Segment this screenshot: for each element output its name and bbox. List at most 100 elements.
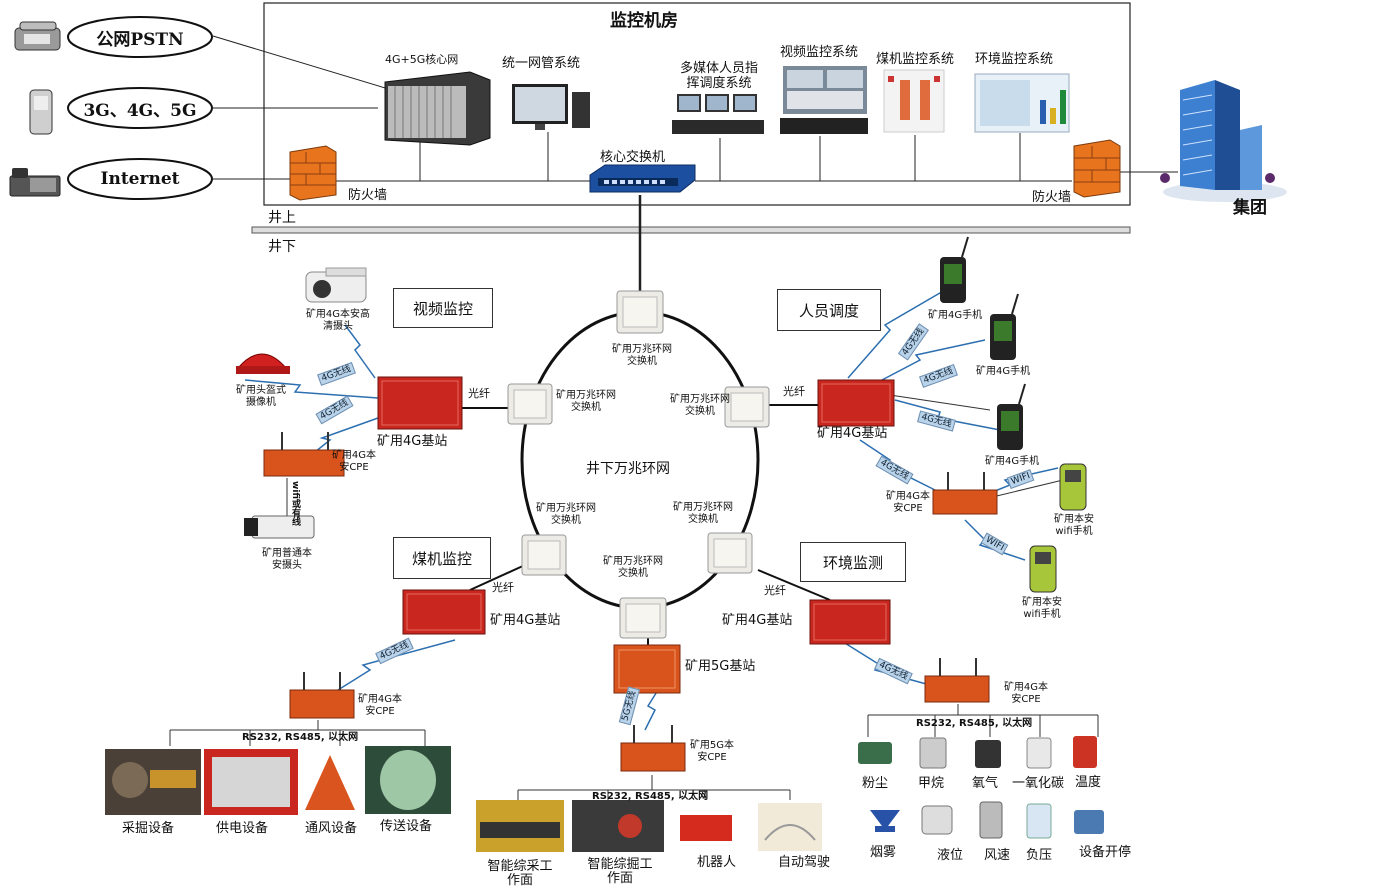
building-icon [1160, 80, 1287, 202]
coal-system-label: 煤机监控系统 [876, 52, 955, 67]
helmet-camera-icon [236, 353, 290, 374]
env-sensor-5: 烟雾 [870, 845, 897, 860]
coal-device-2: 通风设备 [305, 821, 358, 836]
ring-switch-top-label: 矿用万兆环网交换机 [612, 344, 672, 367]
env-sensor-6: 液位 [937, 848, 964, 863]
section-video: 视频监控 [393, 288, 493, 328]
normal-camera-label: 矿用普通本安摄头 [262, 548, 312, 571]
hd-camera-icon [305, 267, 367, 303]
env-sensor-1: 甲烷 [918, 776, 945, 791]
base-station-5g-icon [613, 644, 681, 694]
mobile-phone-icon [29, 89, 53, 135]
env-monitor-icon [974, 73, 1070, 133]
coal-device-0: 采掘设备 [122, 821, 175, 836]
base-station-video-label: 矿用4G基站 [377, 434, 448, 449]
5g-device-2: 机器人 [697, 855, 737, 870]
firewall-left-icon [289, 145, 337, 201]
ring-switch-bottom-label: 矿用万兆环网交换机 [603, 556, 663, 579]
cpe-env-icon [924, 658, 990, 703]
helmet-camera-label: 矿用头盔式摄像机 [236, 385, 286, 408]
phone-1-label: 矿用4G手机 [928, 310, 983, 321]
cpe-personnel-label: 矿用4G本安CPE [885, 491, 931, 514]
cpe-video-icon [263, 432, 345, 477]
firewall-right-label: 防火墙 [1032, 190, 1072, 205]
field-buses [169, 704, 1099, 800]
ring-switch-right [724, 386, 770, 428]
section-coal: 煤机监控 [393, 537, 491, 579]
coal-monitor-icon [883, 69, 945, 133]
core-network-label: 4G+5G核心网 [385, 53, 459, 66]
base-station-env-icon [809, 599, 891, 645]
pstn-cloud: 公网PSTN [96, 29, 184, 50]
mining-phone-icons [940, 236, 1026, 450]
internet-cloud: Internet [100, 169, 180, 189]
hd-camera-label: 矿用4G本安高清摄头 [305, 309, 371, 332]
ring-switch-left [507, 383, 553, 425]
wifi-phone-icons [1029, 463, 1087, 593]
wifi-link-label: wifi或有线 [290, 481, 300, 527]
wifi-phone-1-label: 矿用本安wifi手机 [1054, 514, 1094, 537]
cpe-coal-label: 矿用4G本安CPE [357, 694, 403, 717]
fiber-label-personnel: 光纤 [783, 385, 805, 398]
env-sensor-8: 负压 [1026, 848, 1053, 863]
section-personnel: 人员调度 [777, 289, 881, 331]
group-label: 集团 [1233, 198, 1267, 218]
ground-divider [251, 226, 1131, 234]
ring-switch-lower-left-label: 矿用万兆环网交换机 [536, 503, 596, 526]
cpe-5g-label: 矿用5G本安CPE [689, 740, 735, 763]
firewall-right-icon [1073, 139, 1121, 198]
env-sensor-4: 温度 [1075, 775, 1102, 790]
coal-equipment-images [105, 746, 451, 815]
phone-3-label: 矿用4G手机 [985, 456, 1040, 467]
env-system-label: 环境监控系统 [975, 52, 1054, 67]
ip-phone-icon [9, 168, 61, 197]
phone-2-label: 矿用4G手机 [976, 366, 1031, 377]
ring-switch-lower-left [521, 534, 567, 576]
ring-name: 井下万兆环网 [586, 461, 670, 477]
base-station-env-label: 矿用4G基站 [722, 613, 793, 628]
machine-room-frame [263, 2, 1131, 206]
video-wall-icon [780, 66, 868, 134]
section-env: 环境监测 [800, 542, 906, 582]
5g-device-0: 智能综采工作面 [487, 859, 553, 888]
cpe-coal-icon [289, 672, 355, 719]
base-station-coal-label: 矿用4G基站 [490, 613, 561, 628]
ring-switch-right-label: 矿用万兆环网交换机 [670, 394, 730, 417]
base-station-coal-icon [402, 589, 486, 635]
cpe-5g-icon [620, 725, 686, 772]
above-ground-label: 井上 [268, 210, 296, 226]
5g-equipment-images [476, 800, 822, 852]
fiber-label-video: 光纤 [468, 387, 490, 400]
room-title: 监控机房 [610, 11, 678, 31]
wifi-phone-2-label: 矿用本安wifi手机 [1022, 597, 1062, 620]
5g-bus-label: RS232, RS485, 以太网 [592, 791, 709, 802]
env-bus-label: RS232, RS485, 以太网 [916, 718, 1033, 729]
coal-device-3: 传送设备 [380, 819, 433, 834]
core-switch-icon [589, 164, 696, 193]
env-sensor-9: 设备开停 [1079, 845, 1132, 860]
below-ground-label: 井下 [268, 239, 296, 255]
telephone-icon [14, 21, 61, 51]
unified-mgmt-label: 统一网管系统 [502, 56, 581, 71]
coal-bus-label: RS232, RS485, 以太网 [242, 732, 359, 743]
cpe-personnel-icon [932, 472, 998, 515]
env-sensor-2: 氧气 [972, 776, 999, 791]
ring-switch-bottom [619, 597, 667, 639]
video-system-label: 视频监控系统 [780, 45, 859, 60]
env-sensor-7: 风速 [984, 848, 1011, 863]
env-sensor-icons [858, 736, 1104, 839]
base-station-video-icon [377, 376, 463, 430]
dispatch-console-icon [672, 94, 764, 134]
ring-switch-lower-right [707, 532, 753, 574]
cpe-env-label: 矿用4G本安CPE [1003, 682, 1049, 705]
fiber-label-env: 光纤 [764, 584, 786, 597]
env-sensor-0: 粉尘 [862, 776, 889, 791]
fiber-label-coal: 光纤 [492, 581, 514, 594]
multimedia-label: 多媒体人员指挥调度系统 [679, 61, 758, 91]
core-network-icon [384, 71, 491, 146]
mobile-cloud: 3G、4G、5G [83, 100, 197, 121]
env-sensor-3: 一氧化碳 [1012, 776, 1065, 791]
firewall-left-label: 防火墙 [348, 188, 388, 203]
ring-switch-top [616, 290, 664, 334]
